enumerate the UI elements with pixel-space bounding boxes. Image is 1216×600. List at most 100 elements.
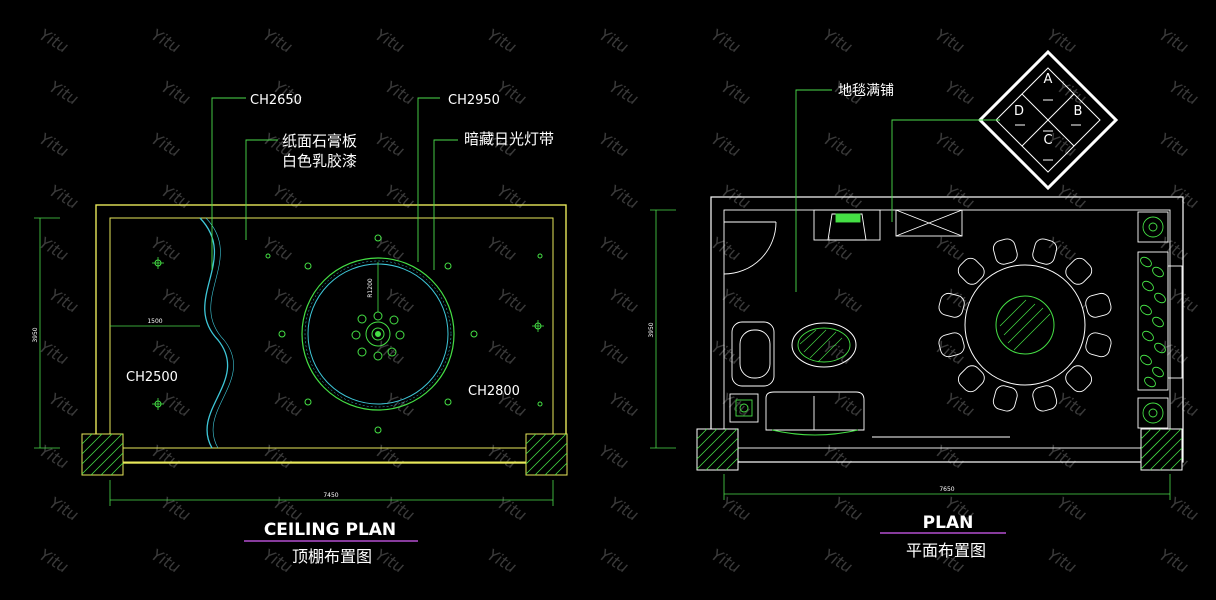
watermark-text: Yitu [596, 233, 632, 265]
watermark-text: Yitu [270, 181, 306, 213]
watermark-text: Yitu [606, 493, 642, 525]
watermark-text: Yitu [158, 389, 194, 421]
watermark-text: Yitu [932, 233, 968, 265]
watermark-text: Yitu [708, 545, 744, 577]
ceiling-column-right [525, 433, 568, 476]
watermark-text: Yitu [270, 389, 306, 421]
round-ceiling-feature: R1200 [301, 257, 455, 411]
entry-door [723, 221, 777, 275]
side-table-lamp [729, 393, 759, 423]
ceiling-wave-curve [199, 217, 229, 449]
plant-boxes [1137, 211, 1183, 429]
watermark-text: Yitu [46, 285, 82, 317]
dining-chair [1065, 257, 1093, 285]
watermark-text: Yitu [932, 129, 968, 161]
floor-plan: 3950 7650 [648, 49, 1184, 560]
watermark-text: Yitu [158, 77, 194, 109]
plan-column-right [1140, 428, 1183, 471]
watermark-text: Yitu [494, 181, 530, 213]
watermark-text: Yitu [148, 337, 184, 369]
label-ch2650: CH2650 [250, 93, 302, 108]
watermark-text: Yitu [932, 337, 968, 369]
watermark-text: Yitu [830, 389, 866, 421]
watermark-text: Yitu [372, 337, 408, 369]
watermark-text: Yitu [1166, 77, 1202, 109]
watermark-text: Yitu [718, 493, 754, 525]
ceiling-dim-offset: 1500 [147, 318, 162, 325]
watermark-text: Yitu [382, 285, 418, 317]
label-ch2800: CH2800 [468, 384, 520, 399]
watermark-text: Yitu [820, 129, 856, 161]
watermark-text: Yitu [494, 493, 530, 525]
compass-rose [977, 49, 1119, 191]
dining-set [938, 238, 1112, 412]
plant-leaf [1142, 330, 1154, 342]
compass-label-a: A [1044, 72, 1053, 87]
label-white-latex-paint: 白色乳胶漆 [282, 152, 357, 170]
watermark-text: Yitu [820, 545, 856, 577]
ceiling-plan: 3950 7450 1500 R1200 [32, 93, 568, 566]
label-ch2500: CH2500 [126, 370, 178, 385]
watermark-text: Yitu [830, 285, 866, 317]
watermark-text: Yitu [1156, 545, 1192, 577]
dining-chair [938, 332, 965, 358]
watermark-text: Yitu [372, 441, 408, 473]
watermark-text: Yitu [1166, 285, 1202, 317]
watermark-text: Yitu [708, 25, 744, 57]
dining-chair [957, 257, 985, 285]
dining-chair [992, 238, 1018, 265]
watermark-text: Yitu [596, 25, 632, 57]
ceiling-plan-title: CEILING PLAN [264, 520, 396, 540]
watermark-text: Yitu [158, 285, 194, 317]
plant-leaf [1152, 266, 1164, 278]
round-ceiling-radius: R1200 [367, 278, 374, 298]
watermark-text: Yitu [158, 181, 194, 213]
watermark-text: Yitu [36, 129, 72, 161]
plant-leaf [1152, 366, 1164, 378]
watermark-text: Yitu [1054, 389, 1090, 421]
watermark-text: Yitu [372, 545, 408, 577]
watermark-text: Yitu [820, 233, 856, 265]
watermark-text: Yitu [382, 389, 418, 421]
watermark-text: Yitu [718, 77, 754, 109]
plan-column-left [696, 428, 739, 471]
coffee-table [791, 322, 857, 368]
watermark-text: Yitu [932, 25, 968, 57]
watermark-text: Yitu [1156, 25, 1192, 57]
watermark-text: Yitu [260, 545, 296, 577]
plant-leaf [1140, 304, 1152, 316]
watermark-text: Yitu [830, 493, 866, 525]
dining-chair [957, 365, 985, 393]
watermark-text: Yitu [596, 545, 632, 577]
watermark-text: Yitu [932, 441, 968, 473]
watermark-text: Yitu [46, 77, 82, 109]
label-ch2950: CH2950 [448, 93, 500, 108]
watermark-text: Yitu [1166, 389, 1202, 421]
watermark-text: Yitu [36, 545, 72, 577]
watermark-text: Yitu [148, 233, 184, 265]
watermark-text: Yitu [606, 285, 642, 317]
watermark-text: Yitu [372, 129, 408, 161]
watermark-text: Yitu [708, 233, 744, 265]
label-carpet-full-cover: 地毯满铺 [838, 83, 894, 99]
watermark-text: Yitu [596, 129, 632, 161]
watermark-text: Yitu [484, 545, 520, 577]
ceiling-column-left [81, 433, 124, 476]
watermark-text: Yitu [1166, 493, 1202, 525]
compass-label-d: D [1014, 104, 1024, 119]
dining-chair [1032, 385, 1058, 412]
watermark-text: Yitu [606, 389, 642, 421]
compass-label-b: B [1074, 104, 1083, 119]
watermark-text: Yitu [1156, 233, 1192, 265]
watermark-text: Yitu [606, 77, 642, 109]
armchair [731, 321, 775, 387]
watermark-text: Yitu [494, 285, 530, 317]
watermark-text: Yitu [46, 493, 82, 525]
watermark-text: Yitu [148, 441, 184, 473]
watermark-text: Yitu [148, 545, 184, 577]
label-gypsum-board: 纸面石膏板 [282, 132, 357, 150]
ceiling-dim-width: 7450 [323, 492, 338, 499]
watermark-text: Yitu [484, 25, 520, 57]
plant-leaf [1140, 256, 1152, 268]
